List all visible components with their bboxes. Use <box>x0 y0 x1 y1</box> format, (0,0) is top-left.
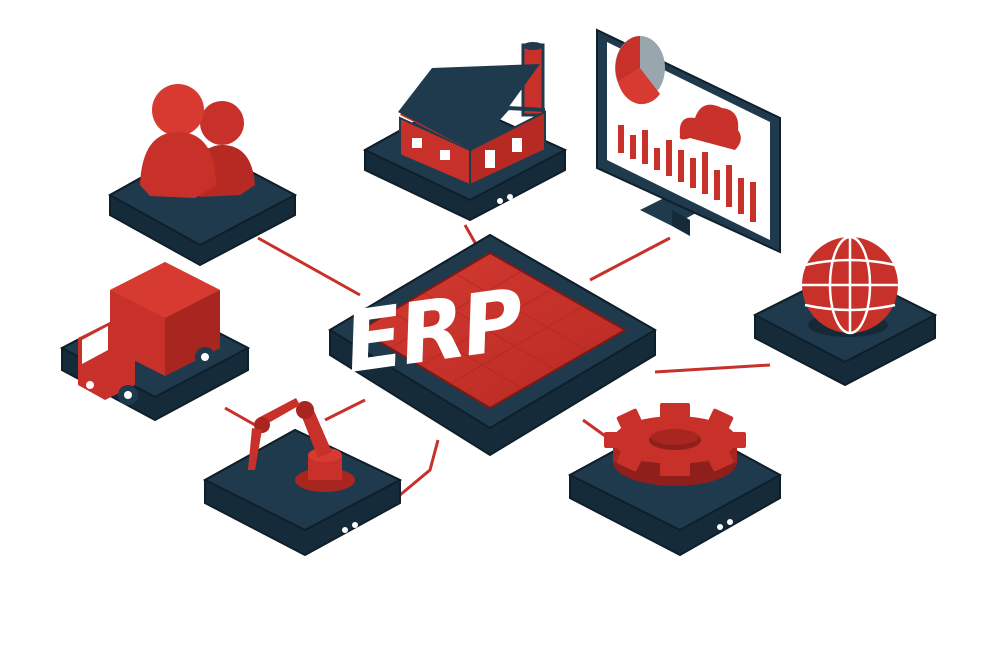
connector-people <box>257 236 361 297</box>
connector-truck <box>224 406 256 427</box>
module-globe <box>752 235 938 387</box>
gear-icon <box>604 403 746 486</box>
hub-screen <box>358 251 628 410</box>
module-truck <box>59 262 251 422</box>
connector-gear <box>582 418 609 440</box>
connector-globe <box>654 363 771 374</box>
truck-icon <box>78 262 220 405</box>
connector-robot <box>324 398 366 422</box>
module-factory <box>362 42 568 222</box>
module-monitor <box>596 28 781 254</box>
monitor-chart-icon <box>615 35 756 222</box>
people-icon <box>140 84 255 198</box>
connector-monitor <box>589 236 671 282</box>
connector-lines <box>224 224 771 497</box>
hub-grid-lines <box>389 271 587 389</box>
module-people <box>107 84 298 267</box>
factory-icon <box>398 42 546 187</box>
module-robot <box>202 398 403 557</box>
globe-icon <box>802 235 898 335</box>
module-gear <box>567 403 783 557</box>
connector-bottom <box>399 439 440 497</box>
robot-arm-icon <box>238 398 355 492</box>
erp-hub: ERP <box>328 233 657 457</box>
